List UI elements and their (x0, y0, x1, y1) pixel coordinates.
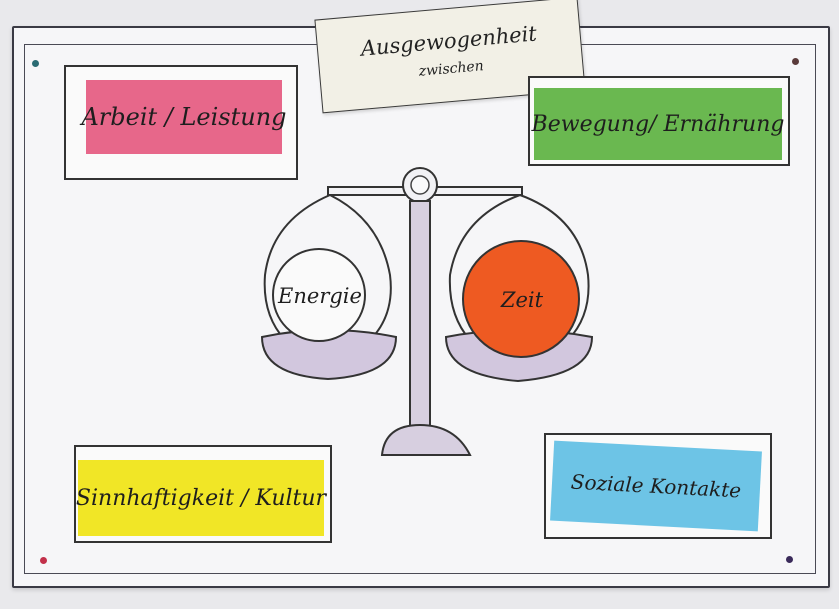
balance-scale (260, 167, 594, 456)
pin-bottom-left (40, 557, 47, 564)
left-pan-strings (263, 194, 392, 341)
label-sinnhaftigkeit-kultur: Sinnhaftigkeit / Kultur (76, 460, 326, 536)
right-pan-strings (448, 194, 590, 341)
pin-top-right (792, 58, 799, 65)
scale-knob-inner (410, 175, 430, 195)
pin-bottom-right (786, 556, 793, 563)
pin-top-left (32, 60, 39, 67)
left-pan-ball (272, 248, 366, 342)
right-pan-label: Zeit (500, 288, 544, 312)
right-pan-ball (462, 240, 580, 358)
label-arbeit-leistung: Arbeit / Leistung (81, 80, 287, 154)
scale-pillar (409, 200, 431, 427)
label-bewegung-ernaehrung: Bewegung/ Ernährung (532, 88, 784, 160)
scale-base (380, 423, 472, 456)
left-pan-label: Energie (278, 284, 362, 308)
